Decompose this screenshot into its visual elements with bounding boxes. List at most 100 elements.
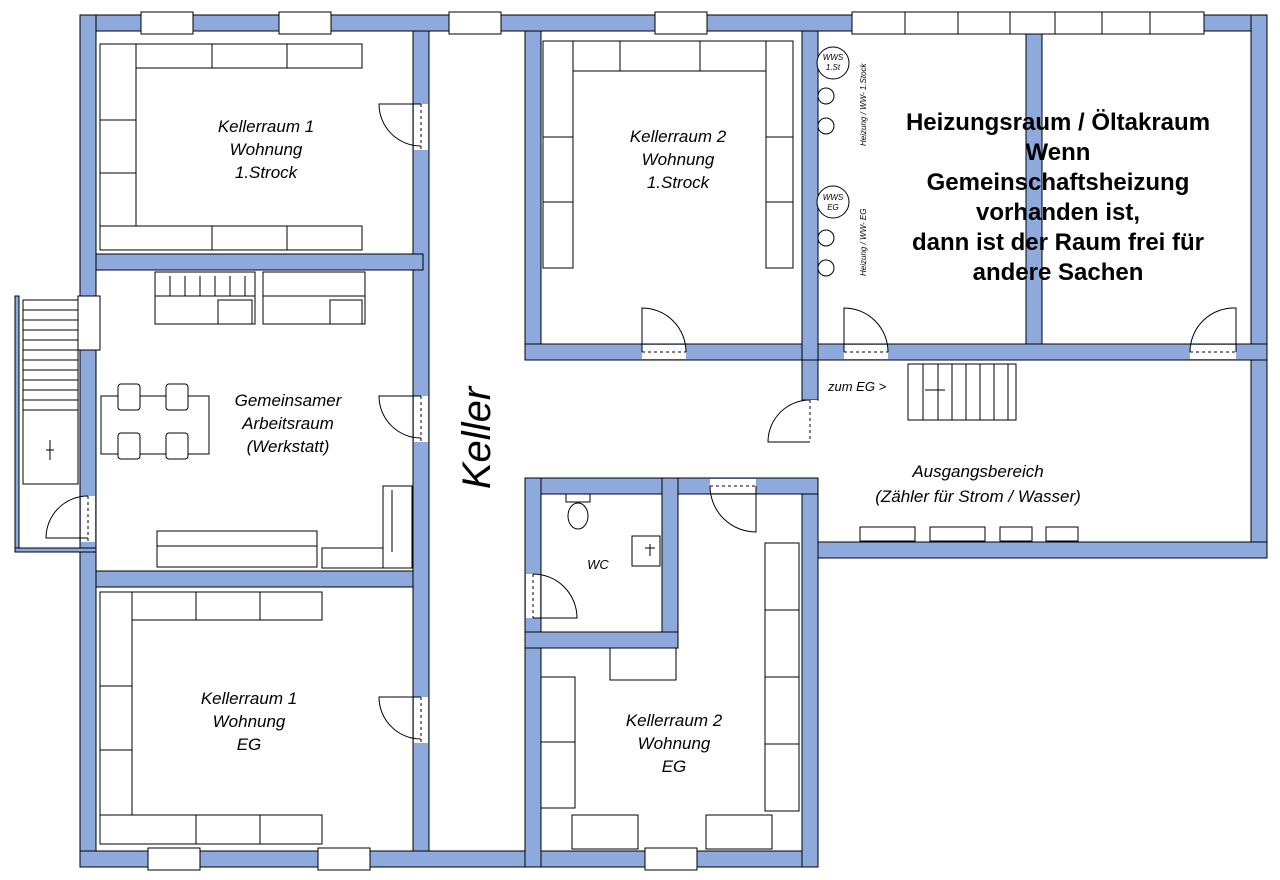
stairs-to-eg (907, 363, 1017, 421)
window-left (77, 295, 101, 351)
shelf-k1eg-top (99, 591, 323, 621)
window-top-3 (448, 11, 502, 35)
wc-label: WC (587, 557, 609, 572)
shelf-k2-top (542, 40, 794, 72)
workbench-2 (262, 271, 366, 325)
to-eg-label: zum EG > (827, 379, 887, 394)
stair-bottom-line (14, 547, 97, 553)
wws-eg-line-2: EG (827, 203, 839, 212)
shelf-k1-top (99, 43, 363, 69)
chair-3 (117, 432, 141, 460)
toilet-bowl (567, 502, 589, 530)
heating-equipment: WWS 1.St WWS EG Heizung / WW- 1.Stock He… (816, 46, 868, 277)
window-bottom-3 (644, 847, 698, 871)
toilet-tank (565, 493, 591, 503)
workshop-line-3: (Werkstatt) (247, 437, 330, 456)
wall-exit-bottom (801, 541, 1268, 559)
heating-line-2: Wenn (1026, 139, 1091, 166)
wc-fixtures (565, 493, 661, 567)
k2-1st-line-3: 1.Strock (647, 173, 711, 192)
boiler-1st-icon (816, 46, 850, 80)
k1-1st-line-1: Kellerraum 1 (218, 117, 314, 136)
wall-wc-right (661, 477, 679, 649)
heating-line-3: Gemeinschaftsheizung (927, 169, 1190, 196)
door-k1-eg (378, 696, 422, 740)
k1-1st-line-3: 1.Strock (235, 163, 299, 182)
meter-1 (859, 526, 916, 542)
workshop-furniture (100, 271, 413, 569)
shelf-k2eg-bottom-2 (705, 814, 773, 850)
wall-wc-bottom (524, 631, 679, 649)
bench-right (382, 485, 413, 569)
window-top-4 (654, 11, 708, 35)
shelf-k2eg-bottom-1 (571, 814, 639, 850)
meter-4 (1045, 526, 1079, 542)
valve-2-icon (817, 117, 835, 135)
window-top-1 (140, 11, 194, 35)
window-top-heating (851, 11, 1205, 35)
door-k2-eg (709, 485, 757, 533)
shelves (99, 40, 800, 850)
shelf-k1-left (99, 43, 137, 251)
wws-eg-line-1: WWS (823, 193, 844, 202)
chair-1 (117, 383, 141, 411)
k1-eg-line-3: EG (237, 735, 262, 754)
wall-lower-mid-left (524, 477, 542, 868)
windows (77, 11, 1205, 871)
wall-right (1250, 14, 1268, 559)
meters (859, 526, 1079, 542)
wall-k2-left (524, 30, 542, 360)
k2-1st-line-1: Kellerraum 2 (630, 127, 727, 146)
inner-stairs (907, 363, 1017, 421)
k1-1st-line-2: Wohnung (230, 140, 303, 159)
wall-workshop-bottom (95, 570, 414, 588)
door-exit (767, 399, 811, 443)
wall-k1-bottom (95, 253, 424, 271)
shelf-k2-right (765, 40, 794, 269)
outside-stairs (22, 299, 79, 485)
k2-eg-line-3: EG (662, 757, 687, 776)
window-top-2 (278, 11, 332, 35)
door-workshop (378, 395, 422, 439)
heating-line-4: vorhanden ist, (976, 199, 1140, 226)
meter-2 (929, 526, 986, 542)
valve-3-icon (817, 229, 835, 247)
stair-outer-line (14, 295, 20, 553)
heating-line-1: Heizungsraum / Öltakraum (906, 109, 1210, 136)
chair-2 (165, 383, 189, 411)
shelf-k2-left (542, 40, 574, 269)
wall-right-lower (801, 479, 819, 868)
meter-3 (999, 526, 1033, 542)
room-labels: Kellerraum 1 Wohnung 1.Strock Kellerraum… (201, 109, 1210, 776)
valve-1-icon (817, 87, 835, 105)
exit-area-line-2: (Zähler für Strom / Wasser) (875, 487, 1081, 506)
door-outside (45, 495, 89, 539)
k1-eg-line-2: Wohnung (213, 712, 286, 731)
door-k1-1st (378, 103, 422, 147)
k2-1st-line-2: Wohnung (642, 150, 715, 169)
shelf-k1eg-bottom (99, 814, 323, 845)
keller-label: Keller (455, 385, 499, 489)
pipe-eg-label: Heizung / WW- EG (859, 209, 868, 276)
bench-bottom (156, 530, 318, 568)
wws-1st-line-1: WWS (823, 53, 844, 62)
wall-k2-right (801, 30, 819, 361)
chair-4 (165, 432, 189, 460)
wall-left (79, 14, 97, 868)
exit-area-line-1: Ausgangsbereich (911, 462, 1043, 481)
shelf-k1eg-left (99, 591, 133, 845)
shelf-k1-bottom (99, 225, 363, 251)
shelf-k2eg-top (609, 647, 677, 681)
boiler-eg-icon (816, 185, 850, 219)
window-bottom-1 (147, 847, 201, 871)
door-k2-1st (641, 307, 687, 353)
workshop-line-1: Gemeinsamer (235, 391, 343, 410)
wws-1st-line-2: 1.St (826, 63, 841, 72)
k2-eg-line-1: Kellerraum 2 (626, 711, 723, 730)
workshop-line-2: Arbeitsraum (241, 414, 334, 433)
heating-line-5: dann ist der Raum frei für (912, 229, 1204, 256)
valve-4-icon (817, 259, 835, 277)
window-bottom-2 (317, 847, 371, 871)
k1-eg-line-1: Kellerraum 1 (201, 689, 297, 708)
doors (45, 103, 1237, 743)
